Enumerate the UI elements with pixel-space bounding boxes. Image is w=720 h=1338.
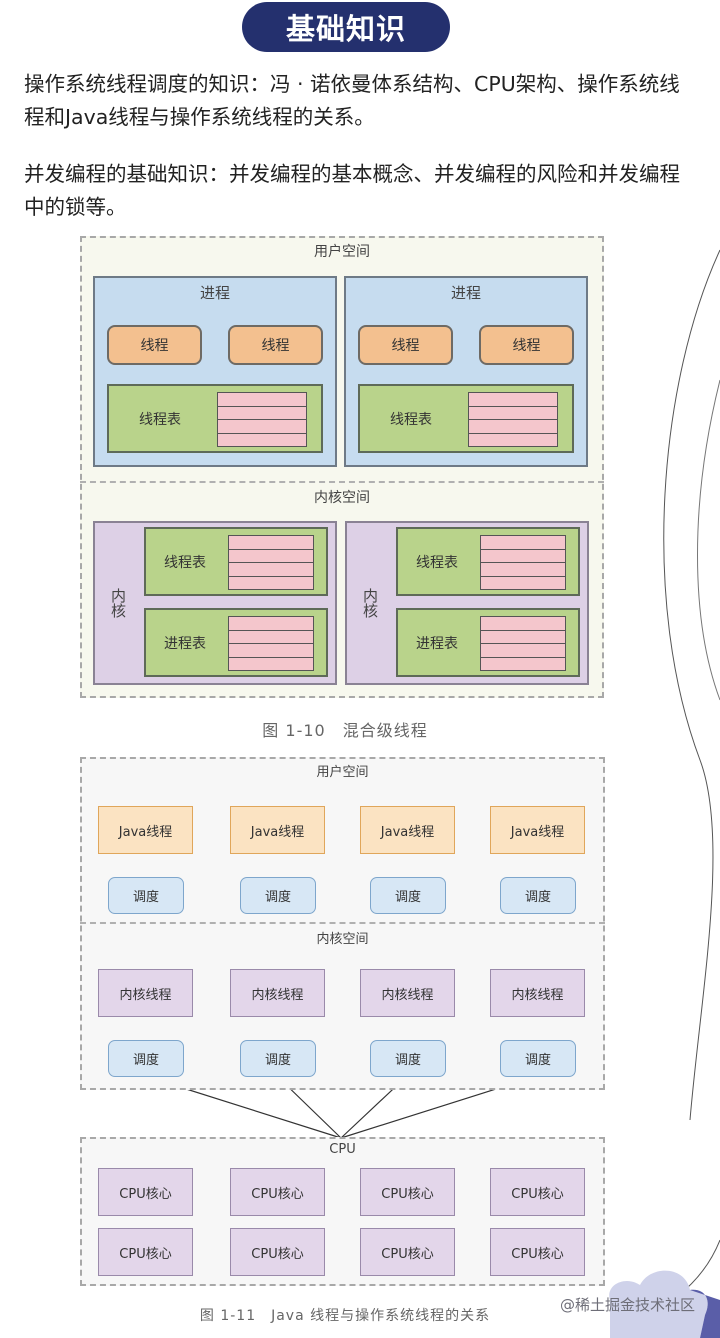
thread-box: 线程: [358, 325, 453, 365]
paragraph-os-scheduling: 操作系统线程调度的知识：冯 · 诺依曼体系结构、CPU架构、操作系统线程和Jav…: [24, 72, 680, 129]
table-row: [228, 535, 314, 550]
table-row: [228, 656, 314, 671]
kernel-thread-box: 内核线程: [230, 969, 325, 1017]
figure-caption: 图 1-10 混合级线程: [262, 721, 428, 740]
kernel-thread-box: 内核线程: [360, 969, 455, 1017]
table-row: [468, 432, 558, 447]
table-row: [228, 643, 314, 658]
table-row: [217, 432, 307, 447]
cpu-core-box: CPU核心: [98, 1228, 193, 1276]
kernel-space-label: 内核空间: [314, 490, 370, 506]
table-row: [480, 535, 566, 550]
table-row: [468, 392, 558, 407]
thread-box: 线程: [479, 325, 574, 365]
table-row: [480, 548, 566, 563]
table-row: [217, 405, 307, 420]
kernel-thread-box: 内核线程: [98, 969, 193, 1017]
kernel-schedule-box: 调度: [500, 1040, 576, 1077]
user-space-label: 用户空间: [314, 244, 370, 260]
cpu-core-box: CPU核心: [490, 1228, 585, 1276]
user-space-label: 用户空间: [316, 765, 369, 780]
user-schedule-box: 调度: [370, 877, 446, 914]
thread-box: 线程: [228, 325, 323, 365]
table-row: [217, 392, 307, 407]
table-row: [480, 616, 566, 631]
table-row: [468, 405, 558, 420]
table-row: [480, 629, 566, 644]
java-thread-box: Java线程: [230, 806, 325, 854]
process-title: 进程: [199, 284, 230, 302]
user-schedule-box: 调度: [240, 877, 316, 914]
java-thread-box: Java线程: [490, 806, 585, 854]
process-title: 进程: [450, 284, 481, 302]
table-row: [228, 629, 314, 644]
section-title: 基础知识: [242, 2, 450, 52]
kernel-label: 内核: [109, 588, 127, 618]
space-divider: [80, 481, 604, 483]
java-thread-box: Java线程: [98, 806, 193, 854]
cpu-core-box: CPU核心: [230, 1168, 325, 1216]
cpu-core-box: CPU核心: [230, 1228, 325, 1276]
kernel-space-label: 内核空间: [316, 932, 369, 947]
cpu-label: CPU: [329, 1142, 356, 1157]
table-row: [480, 656, 566, 671]
table-row: [480, 562, 566, 577]
cpu-core-box: CPU核心: [98, 1168, 193, 1216]
table-row: [228, 616, 314, 631]
table-row: [217, 419, 307, 434]
watermark: @稀土掘金技术社区: [560, 1296, 696, 1314]
thread-box: 线程: [107, 325, 202, 365]
cloud-icon: [609, 1270, 720, 1338]
cpu-core-box: CPU核心: [490, 1168, 585, 1216]
kernel-schedule-box: 调度: [240, 1040, 316, 1077]
table-row: [228, 548, 314, 563]
table-row: [480, 575, 566, 590]
figure-caption: 图 1-11 Java 线程与操作系统线程的关系: [199, 1308, 491, 1324]
cpu-core-box: CPU核心: [360, 1168, 455, 1216]
kernel-schedule-box: 调度: [108, 1040, 184, 1077]
java-thread-box: Java线程: [360, 806, 455, 854]
kernel-thread-box: 内核线程: [490, 969, 585, 1017]
table-row: [228, 562, 314, 577]
paragraph-concurrency-basics: 并发编程的基础知识：并发编程的基本概念、并发编程的风险和并发编程中的锁等。: [24, 162, 680, 219]
table-row: [480, 643, 566, 658]
user-schedule-box: 调度: [500, 877, 576, 914]
table-row: [228, 575, 314, 590]
space-divider: [80, 922, 605, 924]
kernel-label: 内核: [361, 588, 379, 618]
kernel-schedule-box: 调度: [370, 1040, 446, 1077]
cpu-core-box: CPU核心: [360, 1228, 455, 1276]
table-row: [468, 419, 558, 434]
user-schedule-box: 调度: [108, 877, 184, 914]
